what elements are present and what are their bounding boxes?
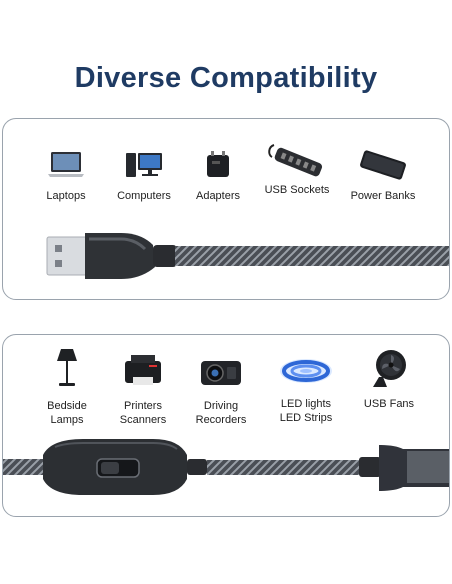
dashcam-icon [201,361,241,385]
device-led-lights: LED lights LED Strips [271,351,341,425]
usb-a-cable [46,233,449,279]
device-label: Lamps [50,414,84,426]
device-label: Adapters [195,190,241,202]
printer-icon [125,355,161,385]
device-computers: Computers [109,149,179,203]
device-bedside-lamps: Bedside Lamps [39,345,95,427]
device-adapters: Adapters [189,149,247,203]
power-bank-icon [360,150,406,180]
device-laptops: Laptops [33,149,99,203]
switch-cable [3,439,449,495]
led-strip-icon [280,359,332,383]
device-label: LED lights [280,398,332,410]
lamp-icon [57,349,77,386]
device-driving-recorders: Driving Recorders [187,355,255,427]
device-label: Bedside [47,400,87,412]
input-devices-panel: Laptops Computers Adapters [2,118,450,300]
device-label: USB Fans [363,398,415,410]
device-label: Computers [117,190,171,202]
device-label: Driving [203,400,239,412]
fan-icon [373,350,406,387]
device-usb-fans: USB Fans [357,347,421,411]
usb-socket-icon [268,144,323,177]
device-usb-sockets: USB Sockets [259,141,335,197]
device-label: Recorders [195,414,247,426]
device-label: LED Strips [279,412,333,424]
device-power-banks: Power Banks [345,147,421,203]
laptop-icon [48,152,84,177]
device-label: Laptops [46,190,86,202]
adapter-icon [207,151,229,177]
computer-icon [126,153,162,177]
page-title: Diverse Compatibility [74,62,378,94]
device-label: Power Banks [350,190,416,202]
device-label: Scanners [119,414,167,426]
device-label: USB Sockets [264,184,330,196]
device-printers: Printers Scanners [111,353,175,427]
device-label: Printers [124,400,162,412]
output-devices-panel: Bedside Lamps Printers Scanners Driving … [2,334,450,517]
